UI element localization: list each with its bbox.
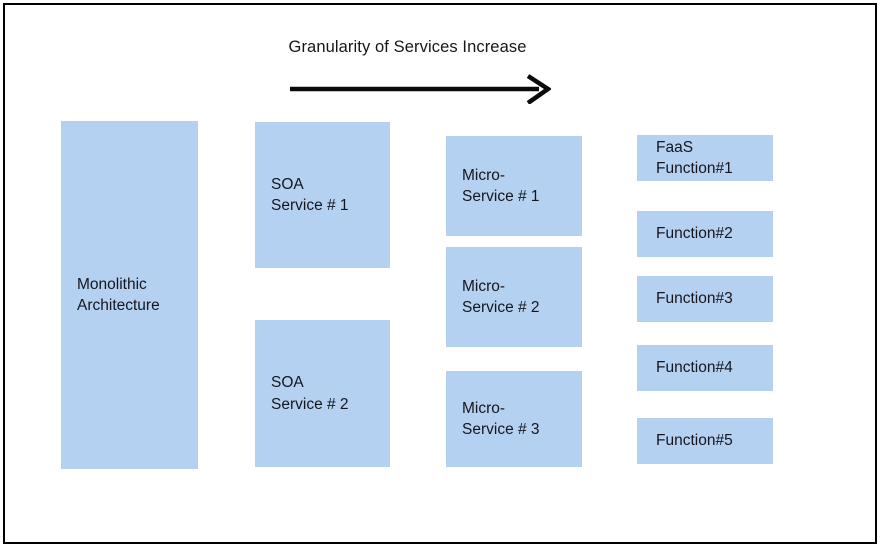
box-faas-function-1[interactable]: FaaS Function#1 <box>637 135 773 181</box>
box-line: Monolithic <box>77 275 147 293</box>
box-line: Function#2 <box>656 225 733 243</box>
box-line: Function#5 <box>656 432 733 450</box>
box-soa-service-1[interactable]: SOA Service # 1 <box>255 122 390 268</box>
box-line: Service # 2 <box>462 299 540 316</box>
diagram-title: Granularity of Services Increase <box>288 38 527 56</box>
box-line: Micro- <box>462 166 506 184</box>
granularity-arrow <box>289 74 551 104</box>
box-line: FaaS <box>656 138 694 156</box>
box-line: SOA <box>271 374 304 392</box>
box-line: Service # 2 <box>271 395 349 413</box>
box-soa-service-2[interactable]: SOA Service # 2 <box>255 320 390 467</box>
box-line: Service # 3 <box>462 421 540 438</box>
box-micro-service-3[interactable]: Micro- Service # 3 <box>446 371 582 467</box>
box-line: Function#4 <box>656 359 733 377</box>
box-line: SOA <box>271 175 304 193</box>
box-line: Service # 1 <box>462 188 540 205</box>
box-micro-service-2[interactable]: Micro- Service # 2 <box>446 247 582 347</box>
box-faas-function-3[interactable]: Function#3 <box>637 276 773 322</box>
box-line: Micro- <box>462 277 506 295</box>
box-faas-function-4[interactable]: Function#4 <box>637 345 773 391</box>
right-arrow-icon <box>290 74 551 104</box>
box-micro-service-1[interactable]: Micro- Service # 1 <box>446 136 582 236</box>
box-line: Service # 1 <box>271 197 349 214</box>
box-faas-function-2[interactable]: Function#2 <box>637 211 773 257</box>
box-monolithic-architecture[interactable]: Monolithic Architecture <box>61 121 198 469</box>
box-line: Architecture <box>77 297 160 314</box>
box-line: Function#3 <box>656 290 733 308</box>
box-faas-function-5[interactable]: Function#5 <box>637 418 773 464</box>
box-line: Micro- <box>462 399 506 417</box>
box-line: Function#1 <box>656 160 733 177</box>
